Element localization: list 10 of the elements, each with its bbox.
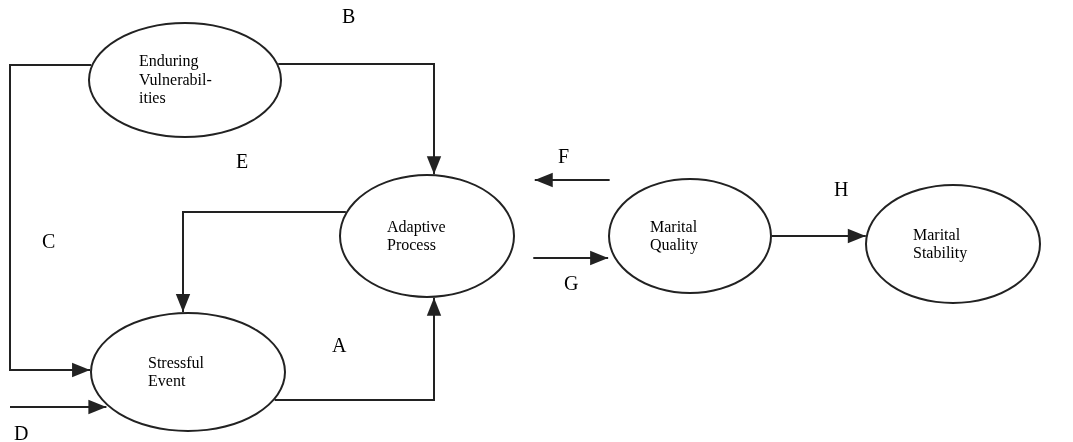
arrow: [9, 399, 108, 415]
node-label: Marital Stability: [913, 225, 969, 263]
node-label: Stressful Event: [148, 353, 205, 391]
node-label: Enduring Vulnerabil-ities: [139, 52, 213, 108]
arrow: [273, 296, 442, 401]
node-label: Marital Quality: [650, 217, 699, 255]
arrow: [771, 228, 867, 244]
arrow: [533, 172, 611, 188]
arrow: [532, 250, 610, 266]
node-label: Adaptive Process: [387, 217, 447, 255]
